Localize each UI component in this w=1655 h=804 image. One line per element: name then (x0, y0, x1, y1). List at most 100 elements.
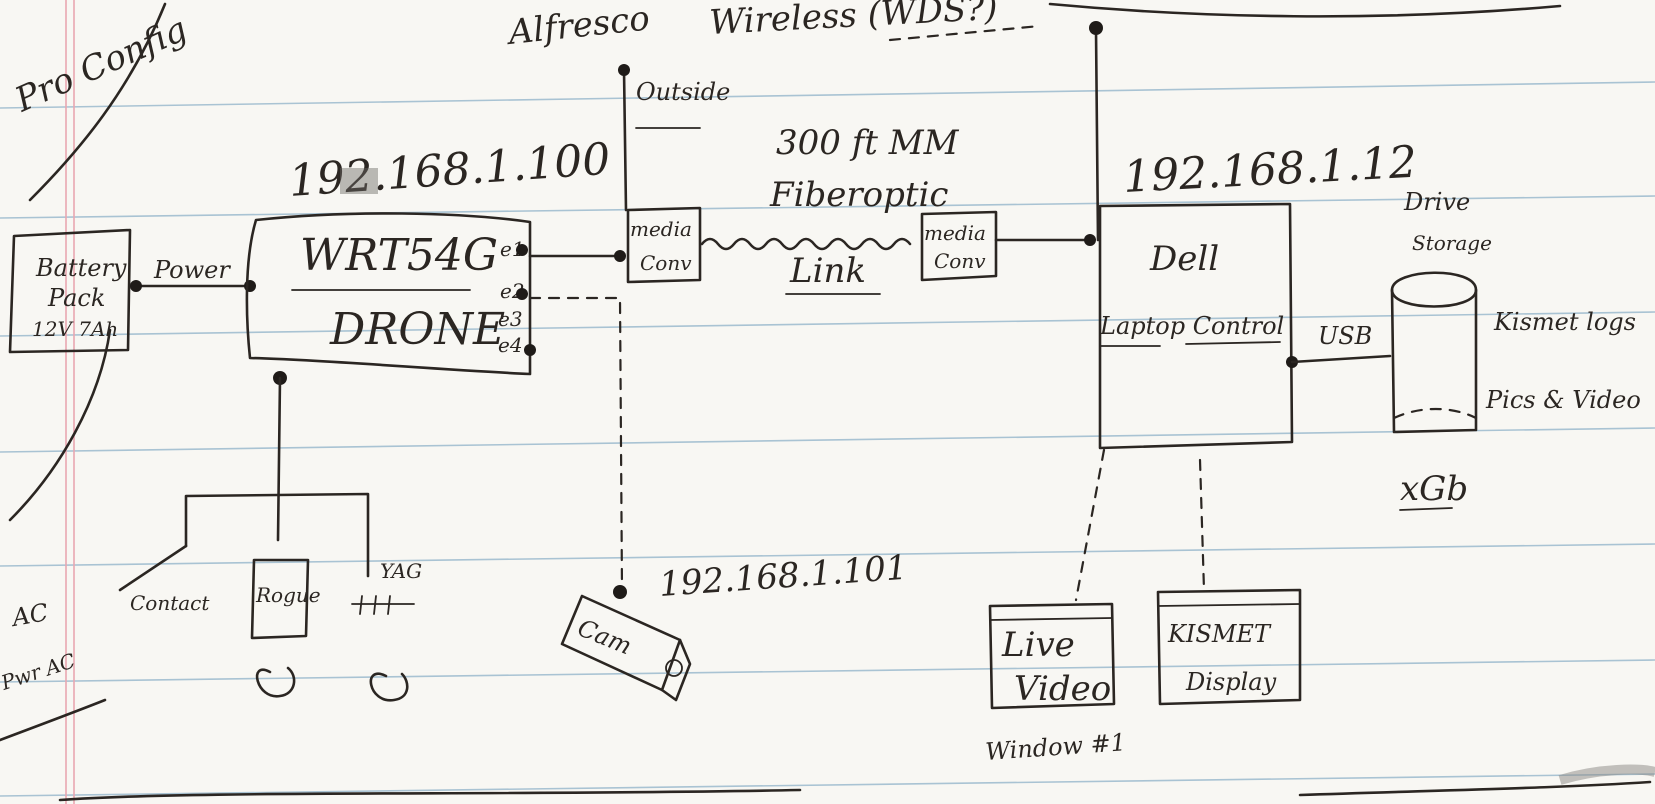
outside-lead (622, 68, 628, 212)
laptop-to-video-dashed (1074, 448, 1106, 602)
live-video-label-1: Live (1001, 625, 1075, 665)
port-e1-junction (516, 244, 528, 256)
usb-label: USB (1318, 322, 1372, 350)
wireless-dashed-link (888, 24, 1042, 42)
right-media-converter-node: media Conv (920, 210, 1096, 282)
storage-size-underline (1399, 507, 1453, 511)
drone-to-cam-dashed-link (528, 296, 624, 592)
bottom-edge-stroke (58, 788, 802, 802)
usb-wire (1290, 354, 1392, 364)
kismet-logs-label-2: Pics & Video (1485, 386, 1641, 414)
drone-label-2: DRONE (329, 304, 505, 355)
drive-cylinder-body (1390, 288, 1478, 434)
battery-label-1: Battery (35, 254, 127, 282)
left-media-converter-box (626, 206, 702, 284)
video-titlebar-line (989, 617, 1113, 621)
kismet-display-node: KISMET Display (1156, 458, 1302, 706)
kismet-logs-label-1: Kismet logs (1493, 308, 1636, 336)
fiber-squiggle (700, 237, 912, 251)
camera-lens-icon (665, 659, 683, 677)
rogue-label: Rogue (255, 583, 321, 607)
drone-trunk (276, 376, 282, 542)
fiber-link: 300 ft MM Fiberoptic Link (700, 123, 960, 295)
kismet-display-label-1: KISMET (1167, 620, 1272, 648)
battery-label-3: 12V 7Ah (32, 317, 118, 341)
live-video-window (988, 602, 1116, 710)
left-converter-junction (614, 250, 626, 262)
drive-label-1: Drive (1403, 188, 1470, 216)
laptop-label-2: Laptop Control (1099, 312, 1284, 340)
left-curve-stroke (28, 2, 167, 202)
drive-storage-node: Drive Storage Kismet logs Pics & Video x… (1390, 188, 1641, 511)
live-video-label-2: Video (1014, 669, 1111, 709)
live-video-node: Live Video Window #1 (984, 448, 1127, 766)
bottom-right-stroke (1298, 780, 1652, 797)
kismet-display-label-2: Display (1185, 668, 1277, 696)
kismet-display-window (1156, 588, 1302, 706)
wireless-drop-line (1094, 28, 1100, 242)
laptop-label-1: Dell (1149, 239, 1219, 279)
wireless-junction (1089, 21, 1103, 35)
yag-label: YAG (380, 559, 422, 583)
port-e4-junction (524, 344, 536, 356)
battery-junction (130, 280, 142, 292)
power-label: Power (153, 256, 231, 284)
left-converter-label-1: media (630, 217, 692, 241)
outside-label: Outside (636, 78, 730, 106)
top-edge-stroke (1048, 2, 1562, 18)
camera-lens (660, 638, 692, 702)
contact-label: Contact (130, 591, 210, 615)
rogue-box (250, 558, 310, 640)
port-e4: e4 (498, 333, 523, 357)
drone-bottom-branch: Contact Rogue YAG (118, 371, 422, 702)
alfresco-label: Alfresco (504, 0, 652, 53)
laptop-underline (1099, 341, 1281, 347)
yag-swirl-icon (369, 672, 409, 702)
left-media-converter-node: media Conv Outside (528, 64, 730, 284)
margin-note-1: AC (8, 598, 50, 632)
left-lower-curve (8, 328, 112, 522)
laptop-ip-label: 192.168.1.12 (1122, 137, 1418, 203)
fiber-label-3: Link (789, 251, 866, 291)
kismet-titlebar-line (1157, 603, 1301, 607)
yag-antenna-mark (351, 595, 415, 615)
battery-pack-box (8, 228, 132, 354)
laptop-control-node: 192.168.1.12 Dell Laptop Control USB (1089, 21, 1418, 450)
laptop-to-kismet-dashed (1198, 458, 1206, 592)
rogue-swirl-icon (255, 666, 296, 698)
bottom-left-scribble (0, 698, 107, 742)
top-left-note: Pro Config (8, 9, 193, 120)
battery-label-2: Pack (47, 284, 105, 312)
drone-router-node: 192.168.1.100 WRT54G DRONE e1 e2 e3 e4 (245, 134, 612, 376)
ip-smudge (340, 168, 378, 194)
outside-junction (618, 64, 630, 76)
drone-label-1: WRT54G (300, 230, 498, 281)
right-media-converter-box (920, 210, 998, 282)
drone-ip-label: 192.168.1.100 (287, 134, 612, 207)
battery-pack-node: Battery Pack 12V 7Ah Power (8, 228, 256, 354)
storage-size-label: xGb (1400, 469, 1468, 509)
branch-bracket (184, 492, 370, 578)
cam-junction (613, 585, 627, 599)
edge-shadow (1558, 764, 1655, 785)
right-converter-label-2: Conv (934, 249, 986, 273)
window-label: Window #1 (984, 728, 1126, 766)
right-converter-label-1: media (924, 221, 986, 245)
drive-cylinder-base (1392, 407, 1478, 420)
drive-label-2: Storage (1412, 231, 1492, 255)
port-e2-junction (516, 288, 528, 300)
drive-cylinder-top (1390, 271, 1478, 308)
laptop-box (1098, 202, 1294, 450)
drone-router-box (245, 212, 532, 376)
port-e3: e3 (498, 307, 523, 331)
camera-node: 192.168.1.101 Cam (528, 296, 909, 702)
contact-lead (118, 544, 188, 592)
fiber-label-1: 300 ft MM (776, 123, 960, 163)
laptop-left-junction (1084, 234, 1096, 246)
left-converter-label-2: Conv (640, 251, 692, 275)
fiber-label-2: Fiberoptic (769, 175, 948, 215)
wireless-label: Wireless (WDS?) (708, 0, 998, 43)
